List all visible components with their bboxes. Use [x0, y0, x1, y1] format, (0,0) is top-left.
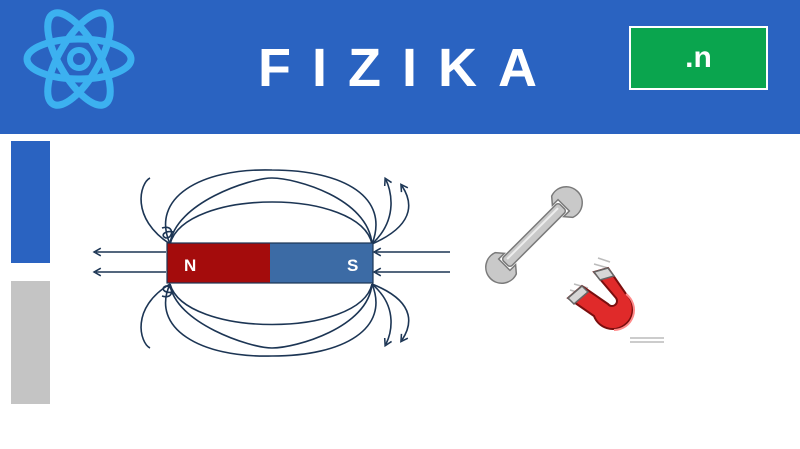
atom-icon: [23, 9, 135, 109]
bar-magnet-field-diagram: N S: [92, 169, 450, 357]
header-banner: FIZIKA .n: [0, 0, 800, 134]
sidebar-blue-block: [11, 141, 50, 263]
site-badge[interactable]: .n: [629, 26, 768, 90]
south-label: S: [347, 256, 358, 275]
field-lines: [92, 169, 450, 357]
south-pole: [270, 243, 373, 283]
page-title: FIZIKA: [258, 38, 558, 98]
sidebar-gray-block: [11, 281, 50, 404]
north-label: N: [184, 256, 196, 275]
north-pole: [167, 243, 270, 283]
wrench-icon: [485, 186, 583, 284]
horseshoe-magnet-icon: [566, 257, 664, 343]
